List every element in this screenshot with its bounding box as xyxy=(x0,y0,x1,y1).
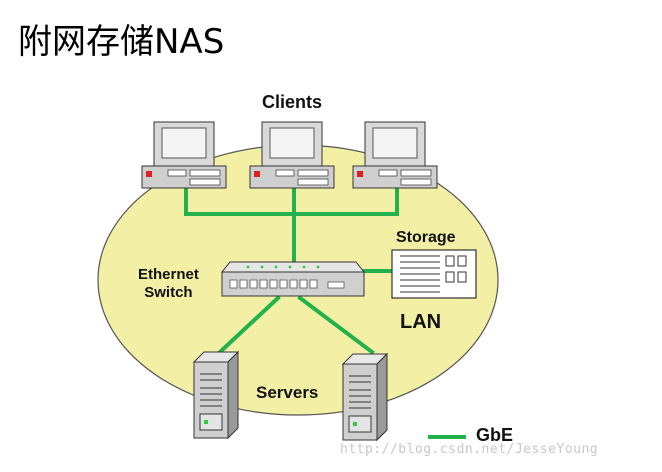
ethernet-switch xyxy=(220,261,366,297)
link-switch-server-left xyxy=(217,295,281,355)
link-switch-server-right xyxy=(297,295,375,355)
client-computer-left xyxy=(141,121,227,189)
servers-label: Servers xyxy=(256,383,319,402)
watermark-text: http://blog.csdn.net/JesseYoung xyxy=(340,442,599,457)
server-right xyxy=(341,352,389,442)
page-title: 附网存储NAS xyxy=(18,22,225,62)
nas-storage-device xyxy=(391,249,477,299)
ethernet-switch-label-line1: Ethernet xyxy=(138,266,199,283)
clients-label: Clients xyxy=(262,92,323,112)
storage-label: Storage xyxy=(396,229,456,246)
lan-label: LAN xyxy=(400,311,442,333)
server-left xyxy=(192,350,240,440)
gbe-links xyxy=(184,186,399,355)
ethernet-switch-label: Ethernet Switch xyxy=(138,266,199,302)
legend-gbe-label: GbE xyxy=(476,425,514,445)
client-computer-right xyxy=(352,121,438,189)
ethernet-switch-label-line2: Switch xyxy=(144,284,193,301)
client-computer-middle xyxy=(249,121,335,189)
